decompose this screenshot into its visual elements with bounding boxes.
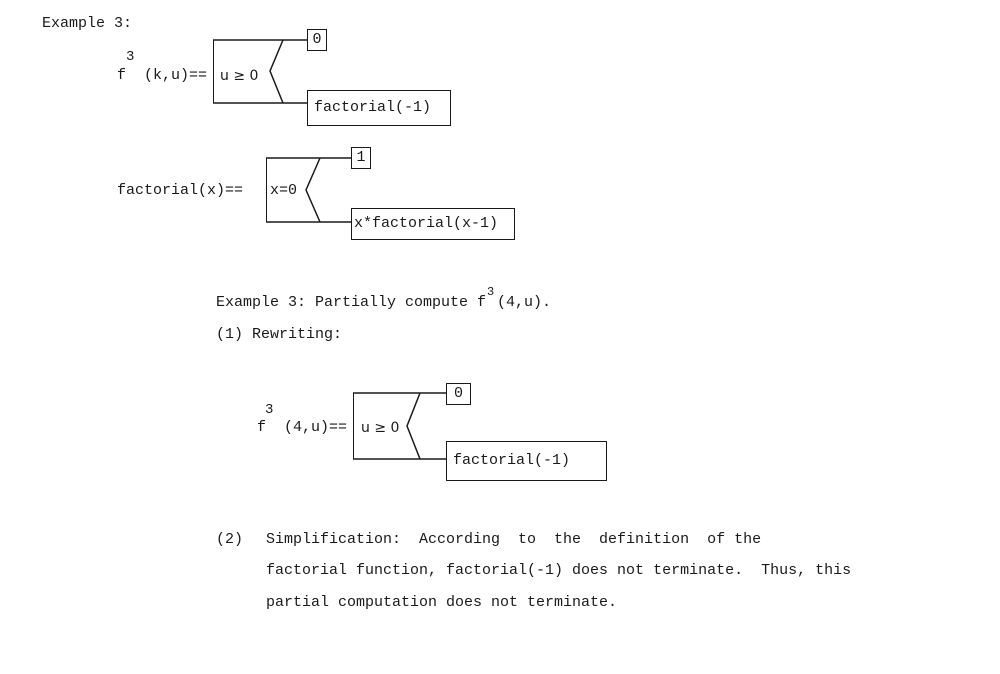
def2-cond-left-edge: [266, 158, 267, 222]
step1-label: (1) Rewriting:: [216, 326, 343, 343]
step2-line3: partial computation does not terminate.: [266, 594, 618, 611]
def3-superscript: 3: [265, 402, 274, 418]
def2-chevron: [305, 157, 321, 223]
def1-superscript: 3: [126, 49, 135, 65]
def2-lhs: factorial(x)==: [117, 182, 244, 199]
def1-chevron: [269, 39, 284, 104]
example-heading: Example 3:: [42, 15, 133, 32]
def2-true-box: 1: [351, 147, 371, 169]
def1-condition: u ≥ 0: [220, 68, 259, 84]
example-line-prefix: Example 3: Partially compute f: [216, 294, 487, 311]
def1-false-box: factorial(-1): [307, 90, 451, 126]
step2-line1: Simplification: According to the definit…: [266, 531, 762, 548]
def3-cond-left-edge: [353, 393, 354, 459]
step2-number: (2): [216, 531, 244, 548]
def2-false-box: x*factorial(x-1): [351, 208, 515, 240]
def3-lhs: f (4,u)==: [257, 419, 348, 436]
def2-condition: x=0: [270, 182, 298, 199]
def3-chevron: [406, 392, 421, 460]
def3-true-box: 0: [446, 383, 471, 405]
def1-cond-left-edge: [213, 40, 214, 103]
def3-condition: u ≥ 0: [361, 420, 400, 436]
def1-true-box: 0: [307, 29, 327, 51]
def1-lhs: f (k,u)==: [117, 67, 208, 84]
example-line-superscript: 3: [487, 285, 495, 299]
def3-false-box: factorial(-1): [446, 441, 607, 481]
example-line-suffix: (4,u).: [497, 294, 552, 311]
step2-line2: factorial function, factorial(-1) does n…: [266, 562, 852, 579]
